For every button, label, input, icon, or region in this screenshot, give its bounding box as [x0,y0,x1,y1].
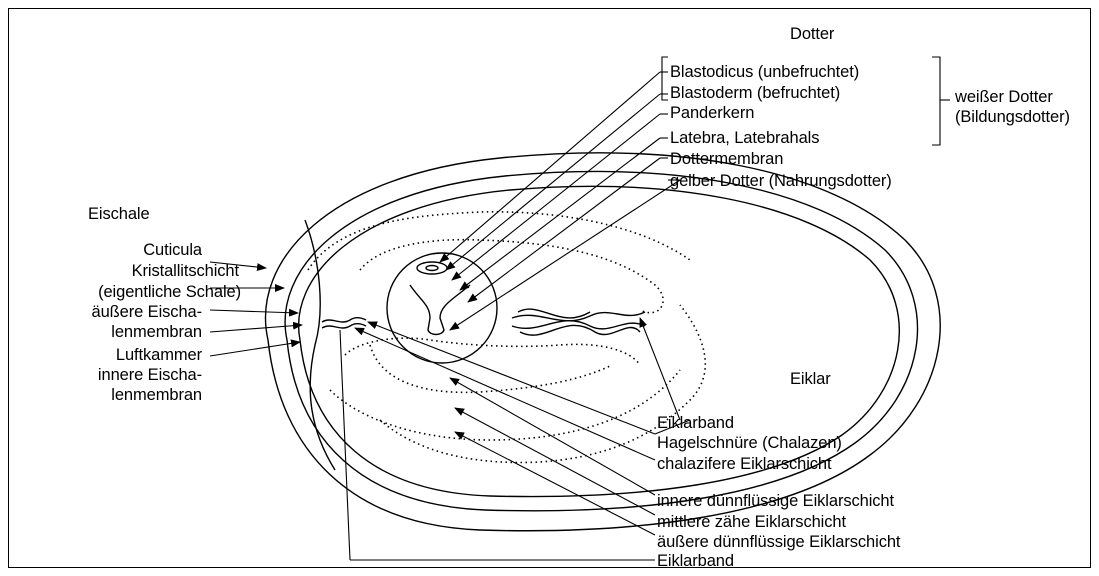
label-blastodicus: Blastodicus (unbefruchtet) [670,63,859,82]
label-eigentliche-schale: (eigentliche Schale) [98,283,241,302]
label-aeussere-membran-2: lenmembran [111,323,202,342]
label-luftkammer: Luftkammer [116,346,202,365]
label-latebra: Latebra, Latebrahals [670,129,819,148]
albumen-dotted-5 [330,370,680,440]
label-aeussere-duennfluessige: äußere dünnflüssige Eiklarschicht [657,533,900,552]
heading-eischale: Eischale [88,205,150,224]
chalaza-left [322,318,366,322]
heading-eiklar: Eiklar [790,370,831,389]
label-panderkern: Panderkern [670,104,754,123]
heading-dotter: Dotter [790,25,834,44]
label-innere-membran-2: lenmembran [111,386,202,405]
blastodisc [417,262,447,274]
albumen-dotted-3 [345,338,640,365]
label-aeussere-membran-1: äußere Eischa- [92,303,202,322]
shell-outer [266,153,941,531]
label-mittlere-zaehe: mittlere zähe Eiklarschicht [657,513,846,532]
label-gelber-dotter: gelber Dotter (Nahrungsdotter) [670,172,892,191]
albumen-dotted-4 [370,345,610,392]
latebra [410,285,470,335]
label-bildungsdotter: (Bildungsdotter) [955,108,1070,127]
label-chalazifere: chalazifere Eiklarschicht [657,455,832,474]
label-eiklarband: Eiklarband [657,414,734,433]
label-hagelschnuere: Hagelschnüre (Chalazen) [657,434,842,453]
label-dottermembran: Dottermembran [670,150,783,169]
yolk [387,253,497,363]
label-eiklarband-bottom: Eiklarband [657,552,734,571]
label-weisser-dotter: weißer Dotter [955,88,1053,107]
label-kristallit: Kristallitschicht [132,262,239,281]
label-innere-duennfluessige: innere dünnflüssige Eiklarschicht [657,492,894,511]
label-cuticula: Cuticula [143,241,202,260]
label-innere-membran-1: innere Eischa- [98,366,202,385]
label-blastoderm: Blastoderm (befruchtet) [670,84,840,103]
